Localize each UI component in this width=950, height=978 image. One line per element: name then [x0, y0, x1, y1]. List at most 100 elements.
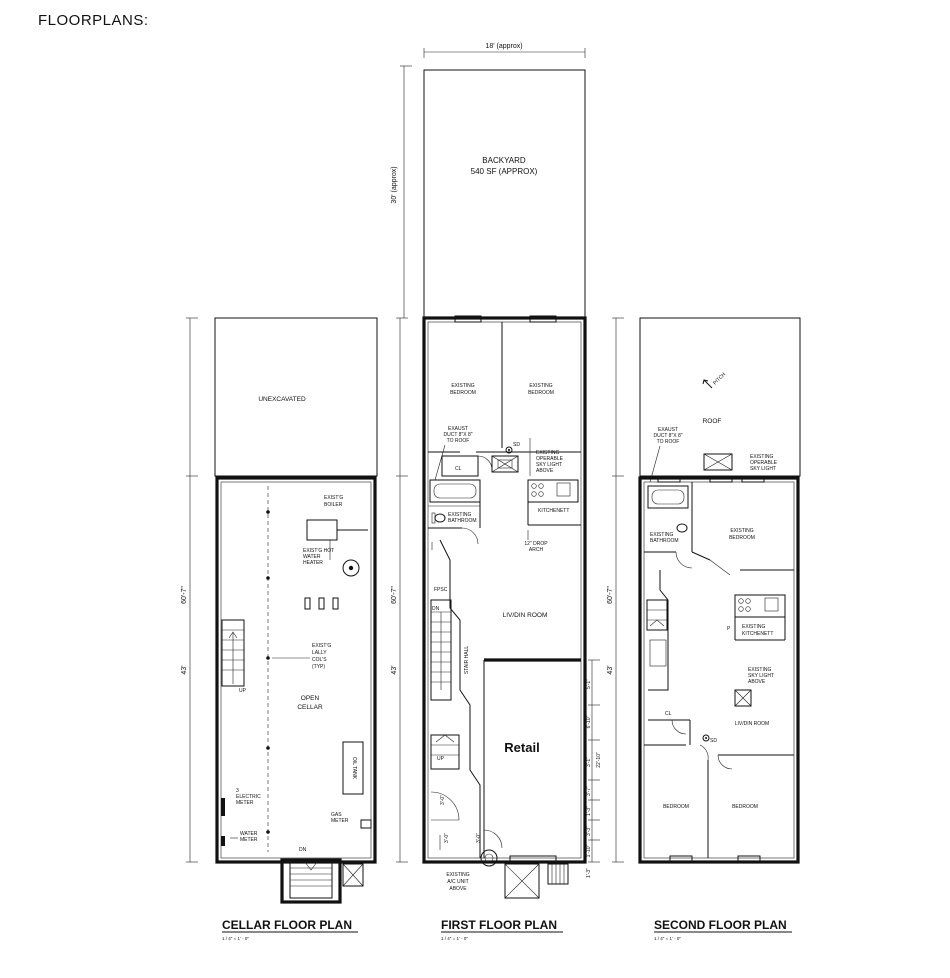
backyard-width-dim: 18' (approx) — [485, 43, 522, 50]
first-door-dim-2: 3'-0" — [444, 833, 450, 843]
backyard-depth-dim: 30' (approx) — [391, 166, 398, 203]
cellar-stair-dn: DN — [299, 847, 307, 853]
cellar-boiler-label-1: EXIST'G — [324, 495, 343, 501]
second-skylight-3: ABOVE — [748, 679, 766, 685]
second-roof-skylight-2: OPERABLE — [750, 460, 778, 466]
first-door-dim-3: 3'-0" — [476, 833, 482, 843]
first-door-dim: 3'-0" — [440, 795, 446, 805]
cellar-lally-label-2: LALLY — [312, 650, 327, 656]
second-floor-plan: ROOF PITCH EXAUST DUCT 8"X 8" TO ROOF EX… — [607, 317, 801, 941]
second-skylight-1: EXISTING — [748, 667, 771, 673]
second-plan-scale: 1 / 4" = 1' - 0" — [654, 936, 681, 941]
first-stair-up: UP — [437, 756, 445, 762]
cellar-open-label-1: OPEN — [301, 695, 320, 702]
second-bedroom-left: BEDROOM — [663, 804, 689, 810]
cellar-lally-label-4: (TYP) — [312, 664, 325, 670]
first-skylight-label-4: ABOVE — [536, 468, 554, 474]
cellar-heater-label-1: EXIST'G HOT — [303, 548, 334, 554]
first-bedroom2-label-1: EXISTING — [529, 383, 552, 389]
second-bathroom-label-2: BATHROOM — [650, 538, 679, 544]
first-exhaust-label-3: TO ROOF — [447, 438, 470, 444]
cellar-stair-up: UP — [239, 688, 247, 694]
second-dim-total: 60'-7" — [607, 586, 614, 604]
first-skylight-label-2: OPERABLE — [536, 456, 564, 462]
first-exhaust-label-2: DUCT 8"X 8" — [443, 432, 472, 438]
first-bedroom1-label-2: BEDROOM — [450, 390, 476, 396]
second-roof-skylight-3: SKY LIGHT — [750, 466, 776, 472]
cellar-plan-title: CELLAR FLOOR PLAN — [222, 918, 352, 932]
first-bathroom-label-1: EXISTING — [448, 512, 471, 518]
second-bedroom-top-2: BEDROOM — [729, 535, 755, 541]
second-dim-building: 43' — [607, 665, 614, 674]
second-exhaust-label-1: EXAUST — [658, 427, 678, 433]
first-right-dim-1: 5'-1" — [586, 679, 592, 689]
second-kitchenette-1: EXISTING — [742, 624, 765, 630]
first-ac-label-1: EXISTING — [446, 872, 469, 878]
second-pitch-label: PITCH — [712, 371, 727, 386]
first-right-dim-8: 1'-10" — [586, 844, 592, 857]
first-right-dim-2: 6'-10" — [586, 715, 592, 728]
cellar-heater-label-2: WATER — [303, 554, 321, 560]
first-right-dim-9: 1'-3" — [586, 868, 592, 878]
first-right-dim-6: 1'-3" — [586, 806, 592, 816]
cellar-lally-label-1: EXIST'G — [312, 643, 331, 649]
first-sd-label: SD — [513, 442, 520, 448]
second-exhaust-label-3: TO ROOF — [657, 439, 680, 445]
cellar-oil-tank-label: OIL TANK — [351, 757, 357, 780]
second-roof-skylight-1: EXISTING — [750, 454, 773, 460]
second-bedroom-right: BEDROOM — [732, 804, 758, 810]
cellar-water-label-2: METER — [240, 837, 258, 843]
first-livdin-label: LIV/DIN ROOM — [503, 612, 548, 619]
first-right-dim-3: 22'-10" — [596, 752, 602, 768]
first-ac-label-3: ABOVE — [449, 886, 467, 892]
cellar-heater-label-3: HEATER — [303, 560, 323, 566]
first-stair-hall-label: STAIR HALL — [464, 646, 470, 674]
first-bathroom-label-2: BATHROOM — [448, 518, 477, 524]
second-sd-label: SD — [710, 738, 717, 744]
first-right-dim-4: 3'-1" — [586, 757, 592, 767]
cellar-electric-label-2: ELECTRIC — [236, 794, 261, 800]
second-livdin-label: LIV/DIN ROOM — [735, 721, 769, 727]
second-exhaust-label-2: DUCT 8"X 8" — [653, 433, 682, 439]
first-retail-label: Retail — [504, 740, 539, 755]
second-kitchenette-2: KITCHENETT — [742, 631, 773, 637]
first-cl-label: CL — [455, 466, 462, 472]
cellar-gas-label-2: METER — [331, 818, 349, 824]
first-dim-building: 43' — [391, 665, 398, 674]
first-drop-arch-label-2: ARCH — [529, 547, 544, 553]
first-plan-scale: 1 / 4" = 1' - 0" — [441, 936, 468, 941]
second-bedroom-top-1: EXISTING — [730, 528, 753, 534]
second-roof-label: ROOF — [703, 418, 722, 425]
cellar-unexcavated-label: UNEXCAVATED — [258, 396, 306, 403]
cellar-electric-label-3: METER — [236, 800, 254, 806]
first-bedroom2-label-2: BEDROOM — [528, 390, 554, 396]
first-ac-label-2: A/C UNIT — [447, 879, 468, 885]
second-cl-label: CL — [665, 711, 672, 717]
cellar-lally-label-3: COL'S — [312, 657, 327, 663]
first-skylight-label-1: EXISTING — [536, 450, 559, 456]
cellar-boiler-label-2: BOILER — [324, 502, 343, 508]
first-right-dim-7: 3'-3" — [586, 826, 592, 836]
cellar-open-label-2: CELLAR — [297, 704, 323, 711]
cellar-electric-label-1: 3 — [236, 788, 239, 794]
first-drop-arch-label-1: 12" DROP — [524, 541, 548, 547]
first-right-dim-5: 3'-7" — [586, 786, 592, 796]
first-plan-title: FIRST FLOOR PLAN — [441, 918, 557, 932]
first-skylight-label-3: SKY LIGHT — [536, 462, 562, 468]
page-title: FLOORPLANS: — [38, 12, 149, 29]
backyard: 18' (approx) 30' (approx) BACKYARD 540 S… — [391, 43, 586, 319]
backyard-area: 540 SF (APPROX) — [471, 167, 538, 176]
cellar-water-label-1: WATER — [240, 831, 258, 837]
second-skylight-2: SKY LIGHT — [748, 673, 774, 679]
second-bathroom-label-1: EXISTING — [650, 532, 673, 538]
backyard-label: BACKYARD — [482, 156, 526, 165]
cellar-gas-label-1: GAS — [331, 812, 342, 818]
second-plan-title: SECOND FLOOR PLAN — [654, 918, 787, 932]
cellar-plan-scale: 1 / 4" = 1' - 0" — [222, 936, 249, 941]
first-bedroom1-label-1: EXISTING — [451, 383, 474, 389]
cellar-dim-total: 60'-7" — [181, 586, 188, 604]
cellar-dim-building: 43' — [181, 665, 188, 674]
cellar-floor-plan: UNEXCAVATED 60'-7" 43' EXIST'G BOILER EX… — [181, 317, 378, 941]
first-stair-dn: DN — [432, 606, 440, 612]
